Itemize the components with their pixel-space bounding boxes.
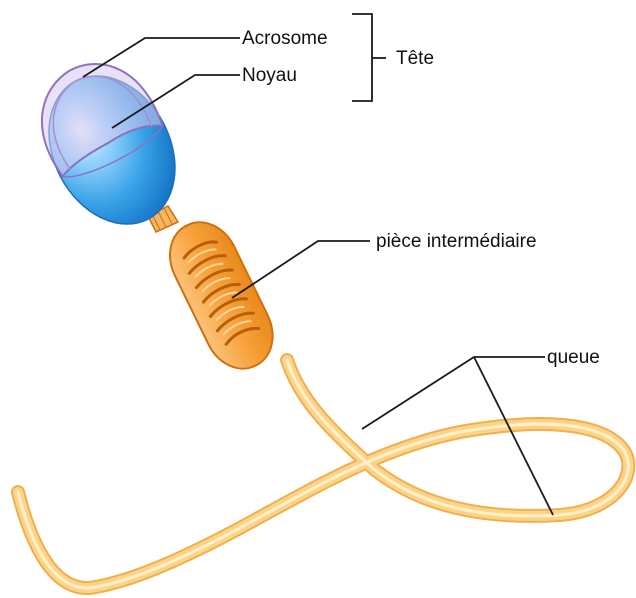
tail-highlight xyxy=(18,360,628,588)
label-queue: queue xyxy=(547,347,600,368)
label-noyau: Noyau xyxy=(242,65,297,86)
tail-outline xyxy=(18,360,628,588)
tail xyxy=(18,360,628,588)
leader-lines xyxy=(83,14,553,515)
midpiece xyxy=(157,211,285,380)
label-piece-intermediaire: pièce intermédiaire xyxy=(376,231,537,252)
queue-leader-down xyxy=(474,357,553,515)
midpiece-body xyxy=(157,211,285,380)
tete-bracket xyxy=(352,14,372,101)
labels: Acrosome Noyau Tête pièce intermédiaire … xyxy=(242,28,600,368)
label-acrosome: Acrosome xyxy=(242,28,328,49)
tail-body xyxy=(18,360,628,588)
label-tete: Tête xyxy=(396,48,434,69)
